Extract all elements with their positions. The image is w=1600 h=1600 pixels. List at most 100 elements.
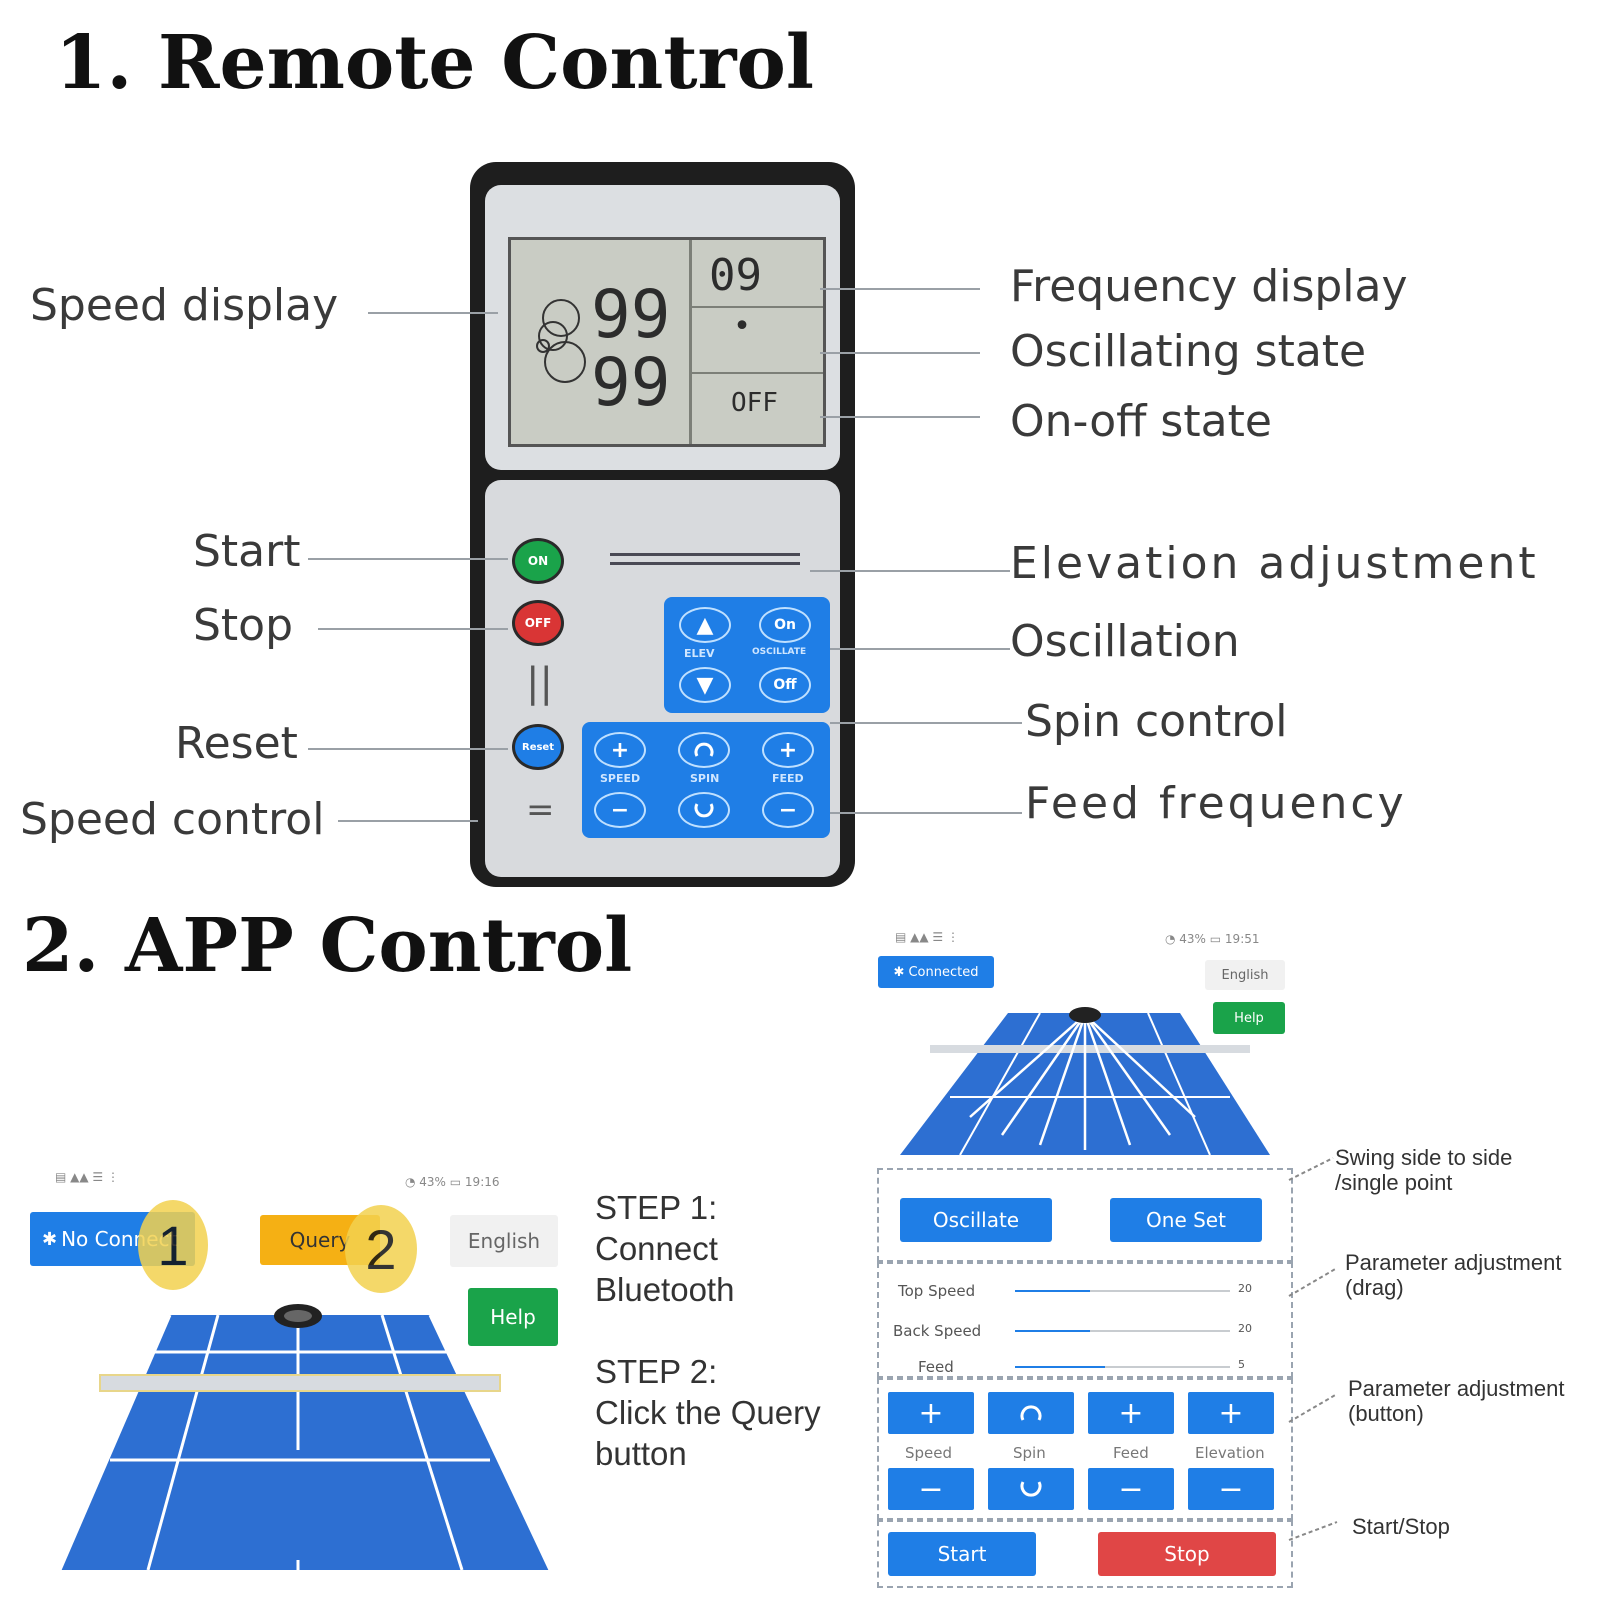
lcd-speed-bottom: 99 [591,344,671,421]
status-bar-right-2: ◔ 43% ▭ 19:51 [1165,932,1260,946]
status-bar-right: ◔ 43% ▭ 19:16 [405,1175,500,1189]
step1-line2: Bluetooth [595,1270,735,1308]
label-stop: Stop [193,600,294,651]
connected-label: Connected [908,964,979,980]
stop-button[interactable]: Stop [1098,1532,1276,1576]
step2-title: STEP 2: [595,1353,718,1390]
reset-button[interactable]: Reset [512,724,564,770]
oscillate-button[interactable]: Oscillate [900,1198,1052,1242]
spin-back-icon [694,803,714,818]
param-label-feed: Feed [1113,1444,1149,1462]
elevation-oscillation-pad: ▲ On ELEV OSCILLATE ▼ Off [664,597,830,713]
court-view [58,1304,552,1571]
annotation-drag-line2: (drag) [1345,1275,1404,1301]
help-button-2[interactable]: Help [1213,1002,1285,1034]
court-view-2 [900,1007,1270,1156]
slider-feed[interactable] [1015,1366,1105,1368]
indicator-line [610,562,800,565]
lcd-oscillating: • [733,309,752,344]
label-spin-control: Spin control [1025,696,1288,747]
step1-block: STEP 1: Connect Bluetooth [595,1188,734,1311]
label-onoff-state: On-off state [1010,396,1272,447]
elevation-up-button[interactable]: ▲ [679,607,731,643]
lcd-frequency: 09 [709,250,762,301]
one-set-button[interactable]: One Set [1110,1198,1262,1242]
english-button[interactable]: English [450,1215,558,1267]
step1-title: STEP 1: [595,1189,718,1226]
label-speed-display: Speed display [30,280,339,331]
param-label-elevation: Elevation [1195,1444,1265,1462]
step2-line1: Click the Query [595,1393,821,1431]
lcd-display: 99 99 09 • OFF [508,237,826,447]
label-start: Start [193,526,301,577]
marker-1: 1 [138,1200,208,1290]
lcd-state: OFF [731,388,778,418]
slider-back-speed[interactable] [1015,1330,1090,1332]
speed-plus-button[interactable]: + [594,732,646,768]
annotation-swing: Swing side to side /single point [1335,1145,1512,1196]
spin-back-button[interactable] [678,792,730,828]
elevation-minus-app-button[interactable]: − [1188,1468,1274,1510]
step1-line1: Connect [595,1229,718,1267]
ball-icon [536,299,586,383]
status-bar-left: ▤ ▲▲ ☰ ⋮ [55,1170,119,1184]
spin-label: SPIN [690,772,720,785]
label-reset: Reset [175,718,298,769]
spin-top-icon [694,742,714,757]
oscillate-section [877,1168,1293,1262]
indicator-line [610,553,800,556]
oscillate-label: OSCILLATE [752,647,807,657]
feed-plus-button[interactable]: + [762,732,814,768]
annotation-startstop: Start/Stop [1352,1514,1450,1539]
speed-minus-button[interactable]: − [594,792,646,828]
label-speed-control: Speed control [20,794,325,845]
feed-minus-button[interactable]: − [762,792,814,828]
label-oscillating-state: Oscillating state [1010,326,1367,377]
param-label-speed: Speed [905,1444,953,1462]
pause-mark: || [526,660,553,706]
connected-button[interactable]: ✱ Connected [878,956,994,988]
elev-label: ELEV [684,647,715,660]
section1-title: 1. Remote Control [55,20,814,106]
annotation-drag-line1: Parameter adjustment [1345,1250,1562,1275]
label-feed-frequency: Feed frequency [1025,778,1407,829]
speed-label: SPEED [600,772,641,785]
slider-label-feed: Feed [918,1358,954,1376]
status-bar-left-2: ▤ ▲▲ ☰ ⋮ [895,930,959,944]
annotation-swing-line2: /single point [1335,1170,1453,1196]
english-button-2[interactable]: English [1205,960,1285,990]
spin-back-icon [1020,1481,1042,1497]
off-button[interactable]: OFF [512,600,564,646]
annotation-button: Parameter adjustment (button) [1348,1376,1564,1427]
feed-minus-app-button[interactable]: − [1088,1468,1174,1510]
slider-label-back-speed: Back Speed [893,1322,982,1340]
annotation-swing-line1: Swing side to side [1335,1145,1513,1170]
marker-2: 2 [345,1205,417,1293]
slider-top-speed[interactable] [1015,1290,1090,1292]
slider-value-feed: 5 [1238,1358,1245,1371]
help-button[interactable]: Help [468,1288,558,1346]
slider-label-top-speed: Top Speed [898,1282,976,1300]
annotation-leaders [1288,1157,1338,1541]
speed-minus-app-button[interactable]: − [888,1468,974,1510]
slider-value-top-speed: 20 [1238,1282,1252,1295]
bluetooth-icon: ✱ [42,1228,58,1250]
elevation-down-button[interactable]: ▼ [679,667,731,703]
lcd-speed-top: 99 [591,276,671,353]
feed-plus-app-button[interactable]: + [1088,1392,1174,1434]
oscillate-on-button[interactable]: On [759,607,811,643]
label-oscillation: Oscillation [1010,616,1240,667]
oscillate-off-button[interactable]: Off [759,667,811,703]
slider-section [877,1262,1293,1378]
param-label-spin: Spin [1013,1444,1046,1462]
bluetooth-icon: ✱ [893,964,905,980]
param-button-section [877,1378,1293,1520]
start-stop-section [877,1520,1293,1588]
spin-top-app-button[interactable] [988,1392,1074,1434]
on-button[interactable]: ON [512,538,564,584]
elevation-plus-app-button[interactable]: + [1188,1392,1274,1434]
start-button[interactable]: Start [888,1532,1036,1576]
spin-top-button[interactable] [678,732,730,768]
speed-plus-app-button[interactable]: + [888,1392,974,1434]
spin-back-app-button[interactable] [988,1468,1074,1510]
